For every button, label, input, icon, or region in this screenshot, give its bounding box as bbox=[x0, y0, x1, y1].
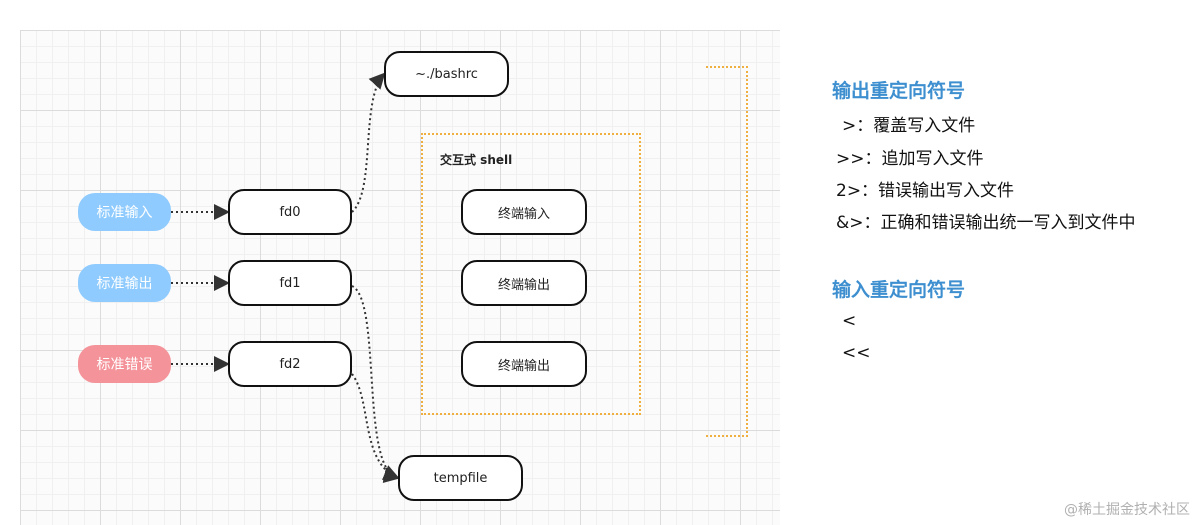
output-redirect-item: 2>：错误输出写入文件 bbox=[836, 181, 1015, 201]
output-redirect-item: >>：追加写入文件 bbox=[836, 149, 984, 169]
arrow-fd0-bashrc bbox=[351, 72, 386, 213]
tempfile-node: tempfile bbox=[398, 455, 523, 501]
brand-watermark: @稀土掘金技术社区 bbox=[1064, 502, 1190, 518]
output-redirect-item: >：覆盖写入文件 bbox=[842, 116, 976, 136]
shell-title: 交互式 shell bbox=[440, 153, 513, 167]
input-redirect-item: << bbox=[842, 343, 871, 363]
diagram-canvas bbox=[20, 30, 780, 525]
term-output-node: 终端输出 bbox=[461, 260, 587, 306]
bashrc-node: ~./bashrc bbox=[384, 51, 509, 97]
std-input-node: 标准输入 bbox=[78, 193, 171, 231]
interactive-shell-group bbox=[421, 133, 641, 415]
arrow-fd1-tempfile bbox=[351, 285, 400, 483]
arrow-fd2-tempfile bbox=[351, 373, 400, 480]
dotted-bracket bbox=[706, 66, 748, 437]
std-error-node: 标准错误 bbox=[78, 345, 171, 383]
std-output-node: 标准输出 bbox=[78, 264, 171, 302]
input-redirect-item: < bbox=[842, 311, 857, 331]
output-redirect-title: 输出重定向符号 bbox=[832, 80, 966, 102]
input-redirect-title: 输入重定向符号 bbox=[832, 279, 966, 301]
fd1-node: fd1 bbox=[228, 260, 352, 306]
term-input-node: 终端输入 bbox=[461, 189, 587, 235]
term-output-node: 终端输出 bbox=[461, 341, 587, 387]
fd0-node: fd0 bbox=[228, 189, 352, 235]
output-redirect-item: &>：正确和错误输出统一写入到文件中 bbox=[836, 213, 1136, 233]
fd2-node: fd2 bbox=[228, 341, 352, 387]
